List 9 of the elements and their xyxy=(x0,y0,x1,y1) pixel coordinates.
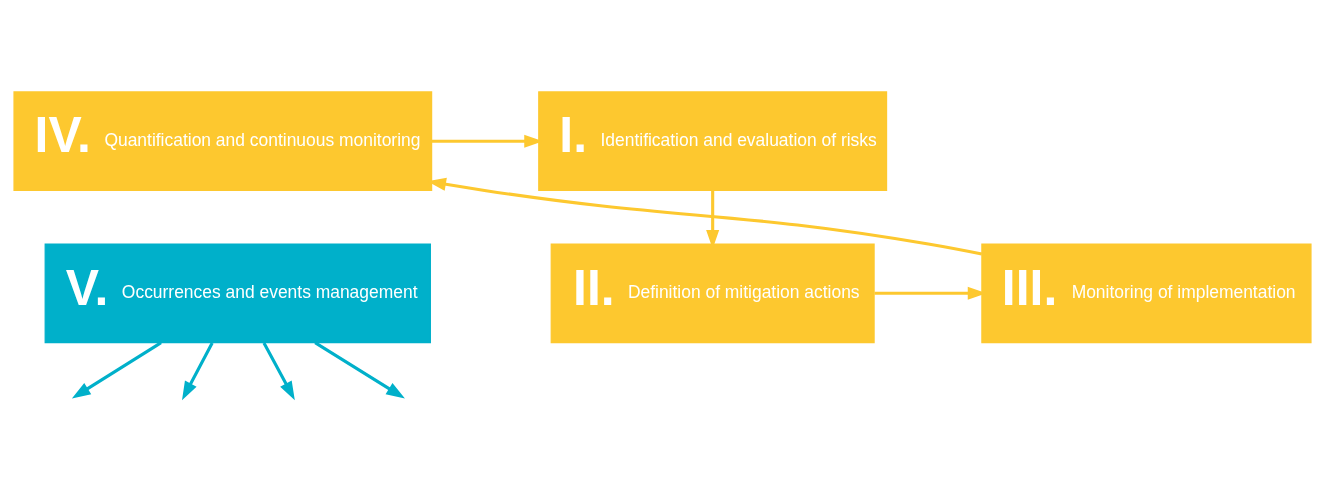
arrow xyxy=(314,341,405,399)
node-box: I. Identification and evaluation of risks xyxy=(538,91,888,192)
arrow xyxy=(71,341,162,399)
node-box: V. Occurrences and events management xyxy=(44,243,431,344)
node-box: IV. Quantification and continuous monitoring xyxy=(13,91,433,192)
arrow xyxy=(182,342,214,401)
node-box: II. Definition of mitigation actions xyxy=(550,243,875,344)
node-box: III. Monitoring of implementation xyxy=(981,243,1312,344)
arrow xyxy=(262,342,295,401)
